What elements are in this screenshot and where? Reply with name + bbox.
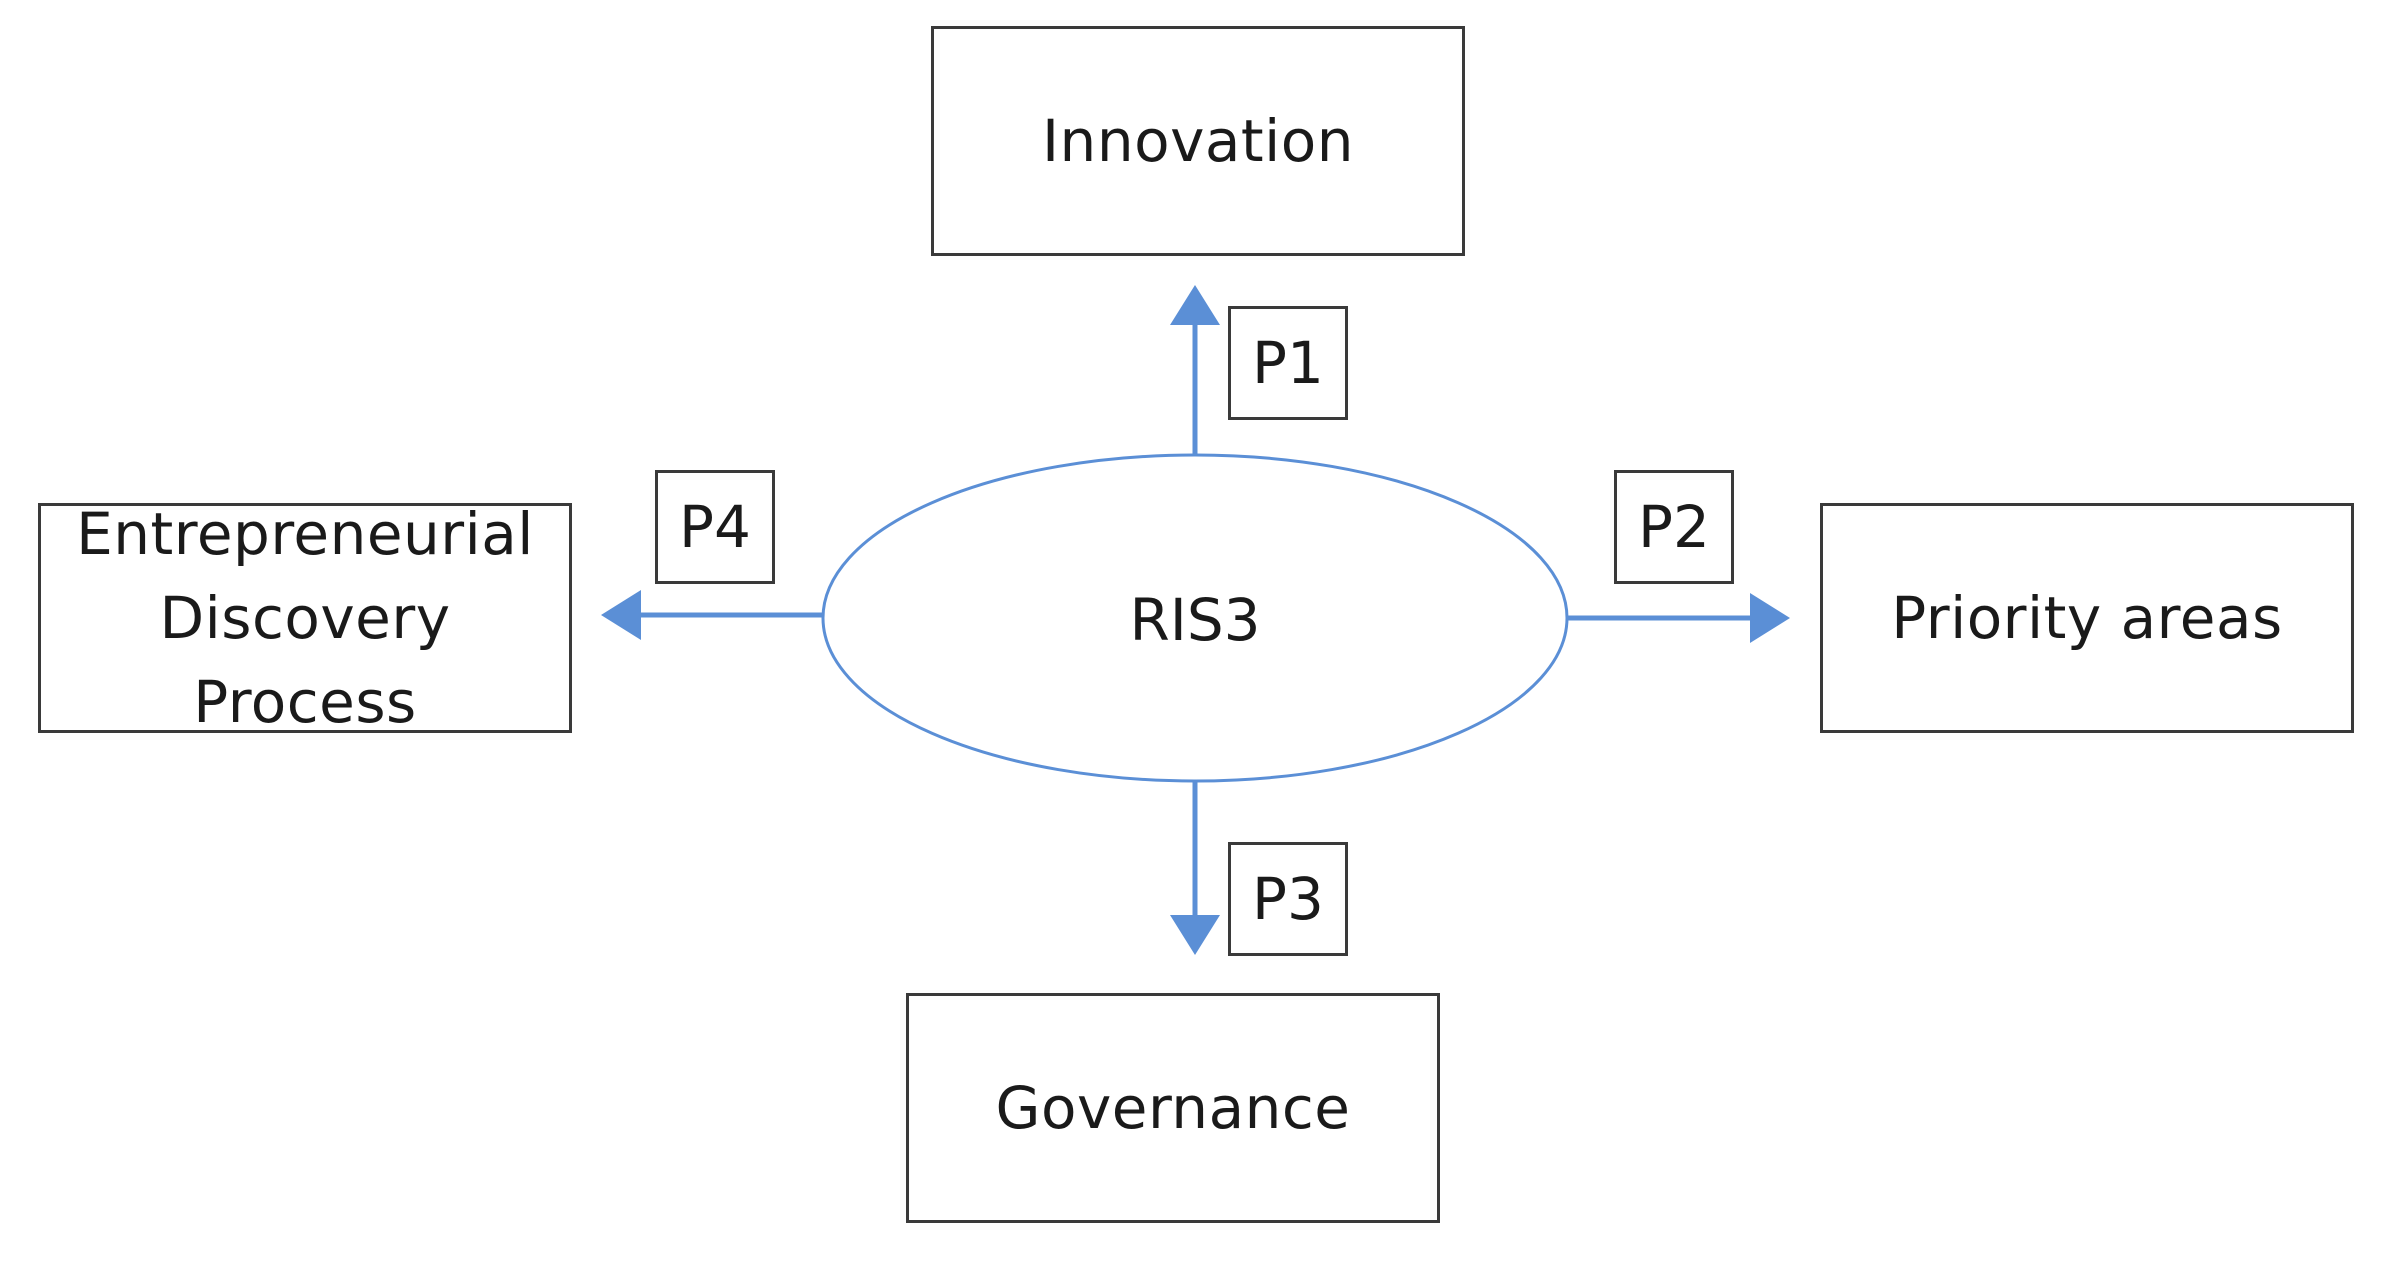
- innovation-label: Innovation: [1041, 107, 1355, 175]
- edp-label-line1: Entrepreneurial: [76, 500, 534, 568]
- p1-label: P1: [1252, 329, 1324, 397]
- p2-tag: P2: [1614, 470, 1734, 584]
- governance-box: Governance: [906, 993, 1440, 1223]
- governance-label: Governance: [995, 1074, 1351, 1142]
- ris3-label: RIS3: [1023, 578, 1367, 662]
- p1-tag: P1: [1228, 306, 1348, 420]
- priority-areas-label: Priority areas: [1891, 584, 2283, 652]
- innovation-box: Innovation: [931, 26, 1465, 256]
- p3-tag: P3: [1228, 842, 1348, 956]
- edp-label-line2: Discovery Process: [159, 584, 451, 736]
- p4-label: P4: [679, 493, 751, 561]
- edp-label: Entrepreneurial Discovery Process: [41, 492, 569, 744]
- p4-tag: P4: [655, 470, 775, 584]
- priority-areas-box: Priority areas: [1820, 503, 2354, 733]
- ris3-text: RIS3: [1129, 586, 1261, 654]
- edp-box: Entrepreneurial Discovery Process: [38, 500, 572, 736]
- p2-label: P2: [1638, 493, 1710, 561]
- p3-label: P3: [1252, 865, 1324, 933]
